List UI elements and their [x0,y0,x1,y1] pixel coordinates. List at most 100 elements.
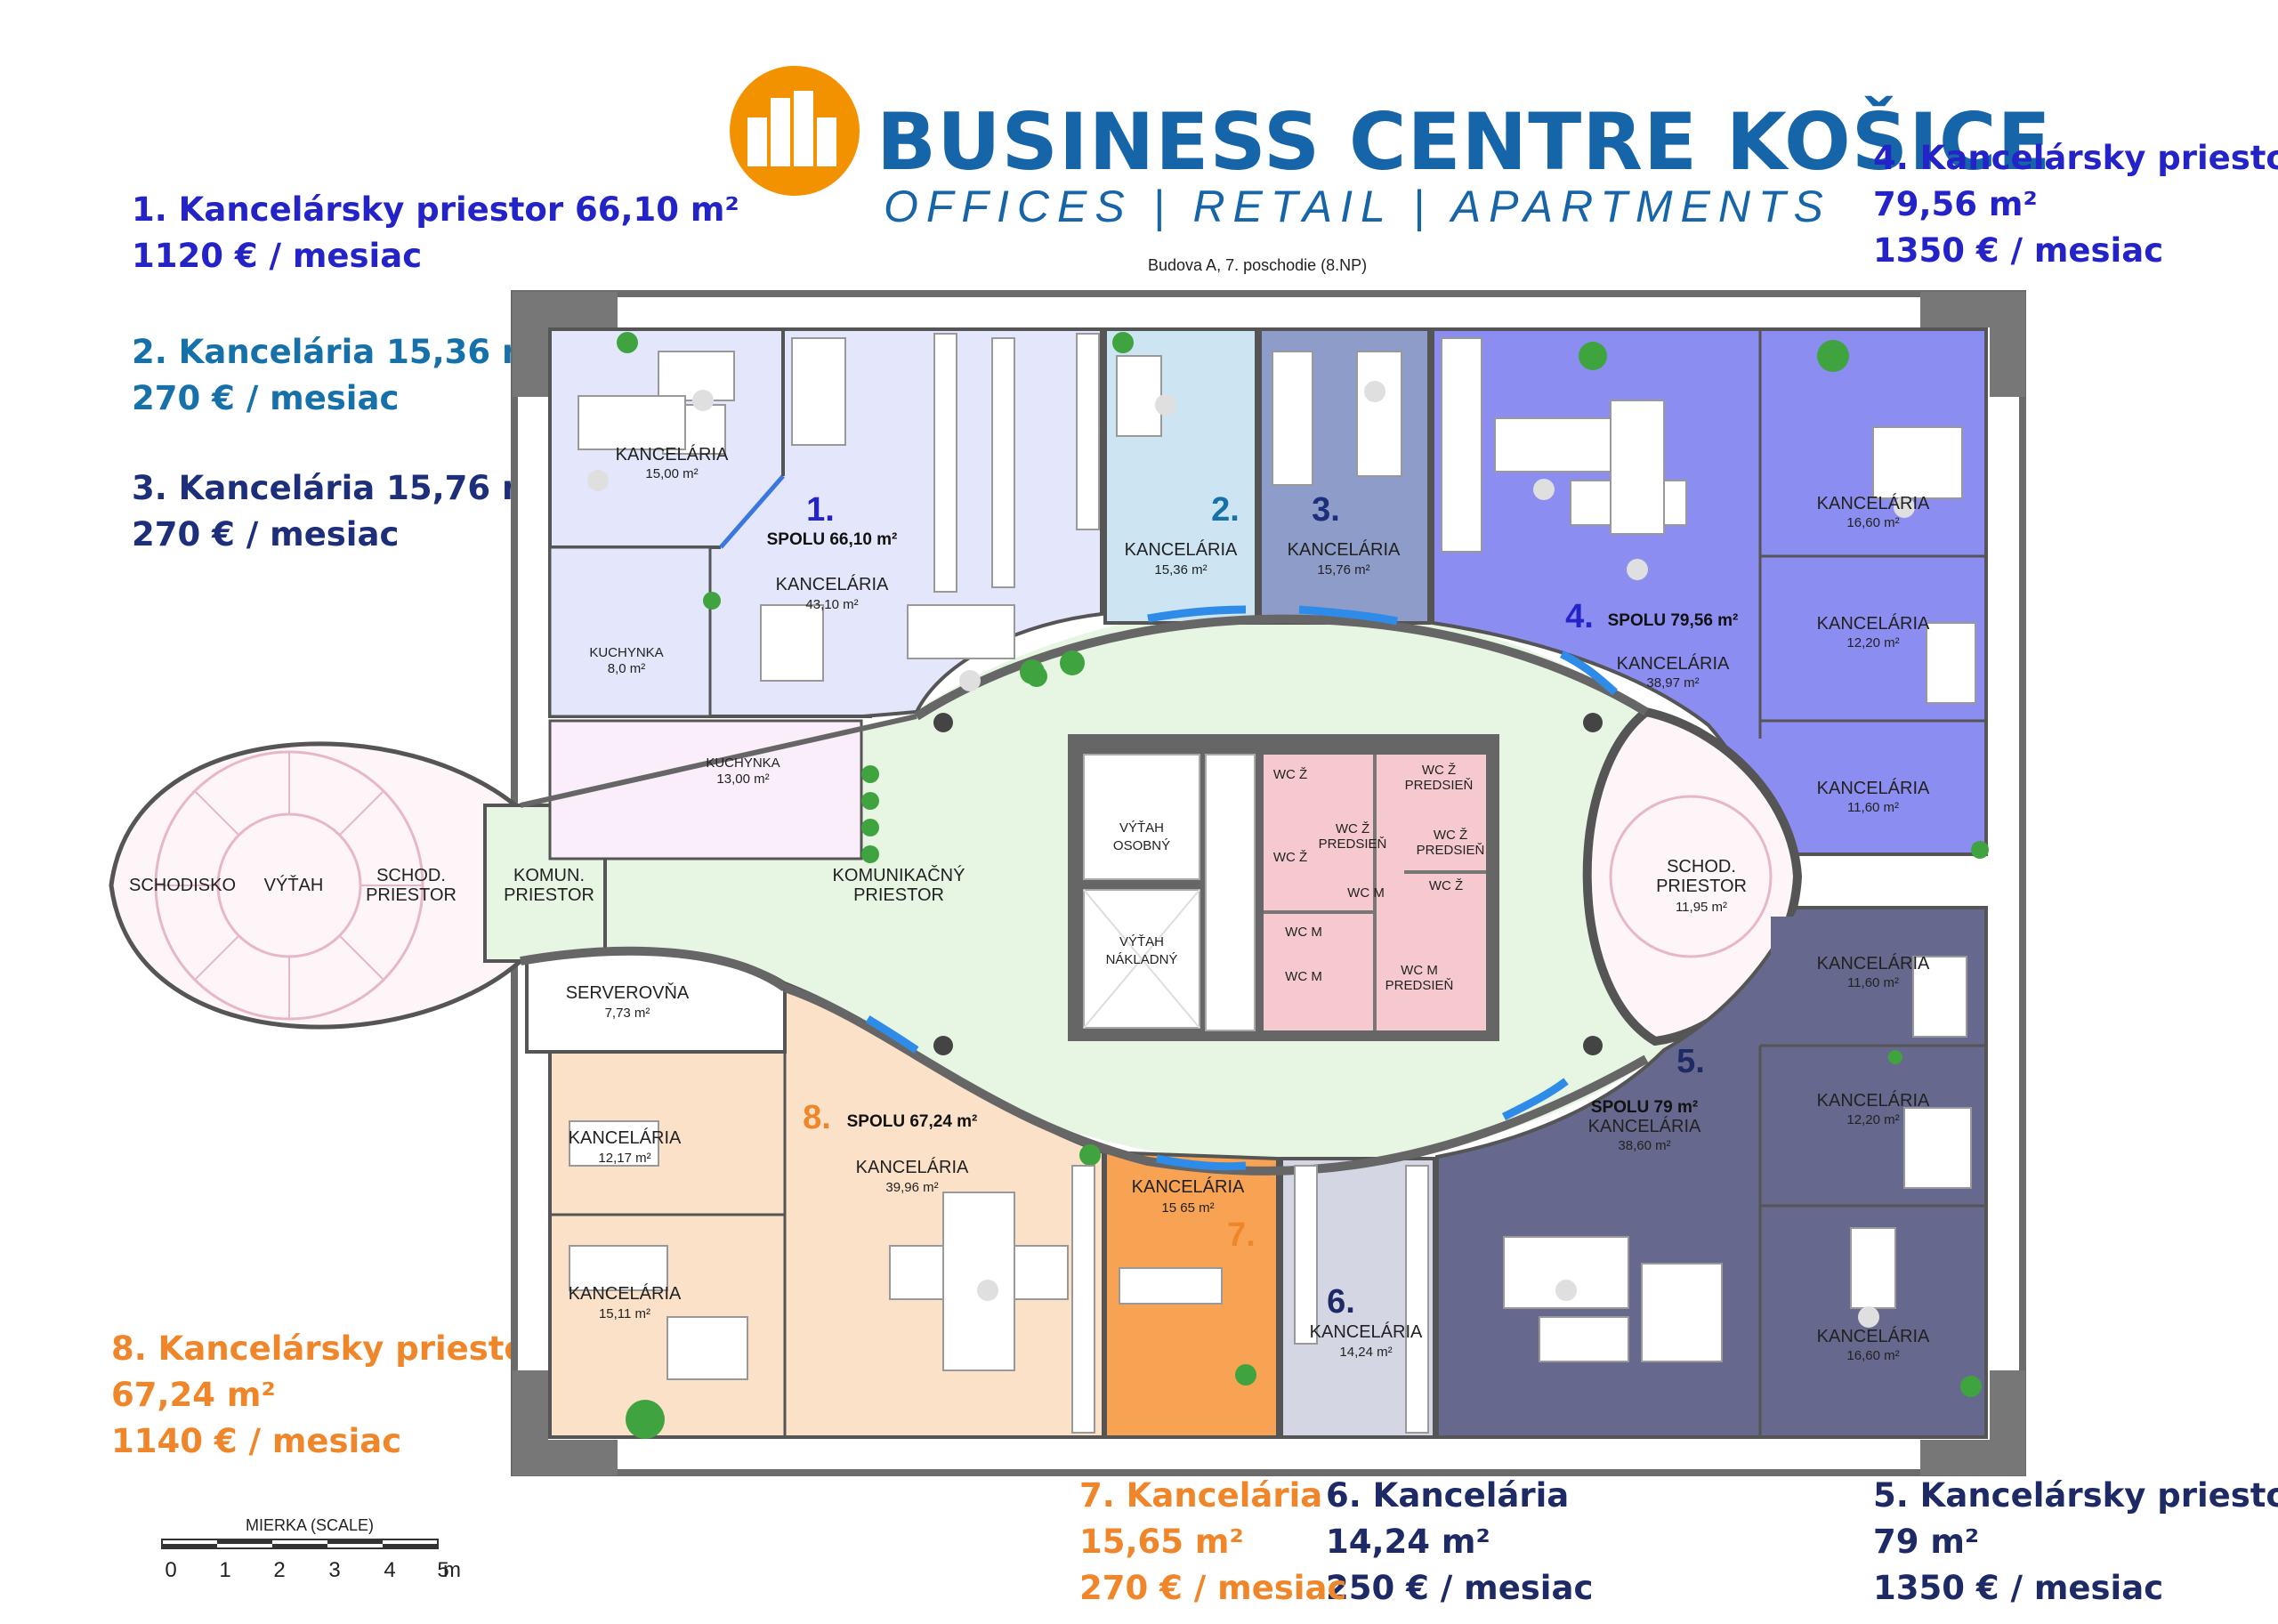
room-area: 43,10 m² [805,597,858,612]
wc-label: WC M [1401,963,1438,978]
wc-label: PREDSIEŇ [1319,836,1387,852]
room-name: PRIESTOR [366,885,456,905]
room-name: KANCELÁRIA [1588,1116,1701,1136]
room-area: 8,0 m² [608,661,646,676]
room-area: 38,97 m² [1646,675,1699,691]
room-area: 11,95 m² [1676,900,1727,915]
wc-label: WC Ž [1273,850,1307,865]
room-name: KOMUN. [513,866,585,885]
offer-3-title: 3. Kancelária 15,76 m² [132,469,551,507]
scale-tick: 2 [273,1558,285,1582]
offer-4-title: 4. Kancelársky priestor [1873,139,2278,177]
corner-column [1990,292,2025,397]
offer-2: 2. Kancelária 15,36 m² 270 € / mesiac [132,329,551,422]
room-name: KANCELÁRIA [1817,1326,1930,1346]
offer-5-price: 1350 € / mesiac [1873,1569,2164,1607]
office-number: 5. [1676,1043,1705,1080]
offer-1: 1. Kancelársky priestor 66,10 m² 1120 € … [132,187,739,279]
offer-4-price: 1350 € / mesiac [1873,231,2164,270]
wc-label: WC Ž [1273,767,1307,782]
room-name: KANCELÁRIA [1817,778,1930,798]
room-area: 16,60 m² [1846,515,1899,530]
scale-unit: m [443,1558,461,1582]
room-area: 13,00 m² [716,772,769,787]
scale-tick: 5 [437,1558,448,1582]
wc-label: WC M [1285,969,1322,984]
brand-title: BUSINESS CENTRE KOŠICE [876,96,2052,188]
room-name: SERVEROVŇA [566,982,690,1003]
brand-subtitle: OFFICES | RETAIL | APARTMENTS [884,182,1831,231]
offer-2-title: 2. Kancelária 15,36 m² [132,333,551,371]
offer-1-price: 1120 € / mesiac [132,237,423,275]
wc-label: PREDSIEŇ [1385,978,1454,993]
office-number: 7. [1227,1216,1256,1254]
room-name: KANCELÁRIA [569,1283,682,1304]
elevator-icon [1083,754,1200,880]
office-number: 3. [1312,491,1340,529]
offer-7-price: 270 € / mesiac [1079,1569,1347,1607]
offer-6-price: 250 € / mesiac [1326,1569,1594,1607]
room-area: 14,24 m² [1339,1345,1392,1360]
room-name: KANCELÁRIA [1125,539,1238,560]
room-name: VÝŤAH [1119,820,1164,836]
offer-5: 5. Kancelársky priestor 79 m² 1350 € / m… [1873,1473,2278,1612]
room-name: SCHOD. [376,866,446,885]
offer-5-area: 79 m² [1873,1523,1980,1561]
room-name: PRIESTOR [853,885,944,905]
offer-3-price: 270 € / mesiac [132,515,400,553]
room-area: 39,96 m² [885,1180,938,1195]
room-name: SCHOD. [1667,857,1736,877]
wc-label: WC Ž [1422,763,1456,778]
corner-column [513,1440,618,1475]
room-area: 7,73 m² [605,1006,650,1021]
furniture [569,333,1976,1434]
room-area: 12,20 m² [1846,1112,1899,1127]
corner-column [1920,1440,2025,1475]
room-name: KUCHYNKA [706,755,780,771]
offer-3: 3. Kancelária 15,76 m² 270 € / mesiac [132,465,551,558]
wc-label: WC Ž [1434,828,1467,843]
wc-label: WC M [1285,925,1322,940]
room-name: KANCELÁRIA [856,1157,969,1177]
office-number: 6. [1327,1283,1355,1321]
chairs [587,381,1915,1328]
building-logo-icon [730,66,860,196]
office-number: 4. [1565,598,1594,635]
room-area: 16,60 m² [1846,1348,1899,1363]
office-number: 2. [1211,491,1240,529]
offer-6: 6. Kancelária 14,24 m² 250 € / mesiac [1326,1473,1593,1612]
room-name: KANCELÁRIA [616,444,729,465]
room-name: VÝŤAH [1119,934,1164,949]
scale-tick: 4 [384,1558,395,1582]
scale-title: MIERKA (SCALE) [246,1516,374,1534]
office-total: SPOLU 79 m² [1591,1098,1698,1117]
offer-2-price: 270 € / mesiac [132,379,400,417]
stair-icon [156,752,423,1019]
wc-label: WC M [1347,885,1385,901]
room-name: SCHODISKO [129,876,236,895]
room-area: 11,60 m² [1847,800,1899,815]
room-area: 15,11 m² [599,1306,650,1321]
room-area: 38,60 m² [1618,1138,1670,1153]
scale-tick: 1 [219,1558,230,1582]
offer-8: 8. Kancelársky priestor 67,24 m² 1140 € … [111,1326,543,1465]
wc-label: WC Ž [1429,878,1463,893]
wc-label: WC Ž [1336,821,1369,836]
room-name: KANCELÁRIA [776,574,889,594]
offer-4: 4. Kancelársky priestor 79,56 m² 1350 € … [1873,135,2278,274]
room-area: 15,36 m² [1154,562,1207,578]
room-name: KANCELÁRIA [1817,613,1930,634]
room-name: KANCELÁRIA [569,1127,682,1148]
room-name: PRIESTOR [1656,877,1747,896]
wc-label: PREDSIEŇ [1417,843,1485,858]
office-total: SPOLU 79,56 m² [1608,611,1739,630]
room-area: 15,76 m² [1317,562,1369,578]
room-area: 15,00 m² [645,466,698,481]
offer-7: 7. Kancelária 15,65 m² 270 € / mesiac [1079,1473,1346,1612]
room-area: 12,20 m² [1846,635,1899,650]
room-name: KANCELÁRIA [1310,1321,1423,1342]
offer-1-title: 1. Kancelársky priestor 66,10 m² [132,190,739,229]
scale-tick: 0 [165,1558,176,1582]
room-name: KUCHYNKA [589,645,663,660]
